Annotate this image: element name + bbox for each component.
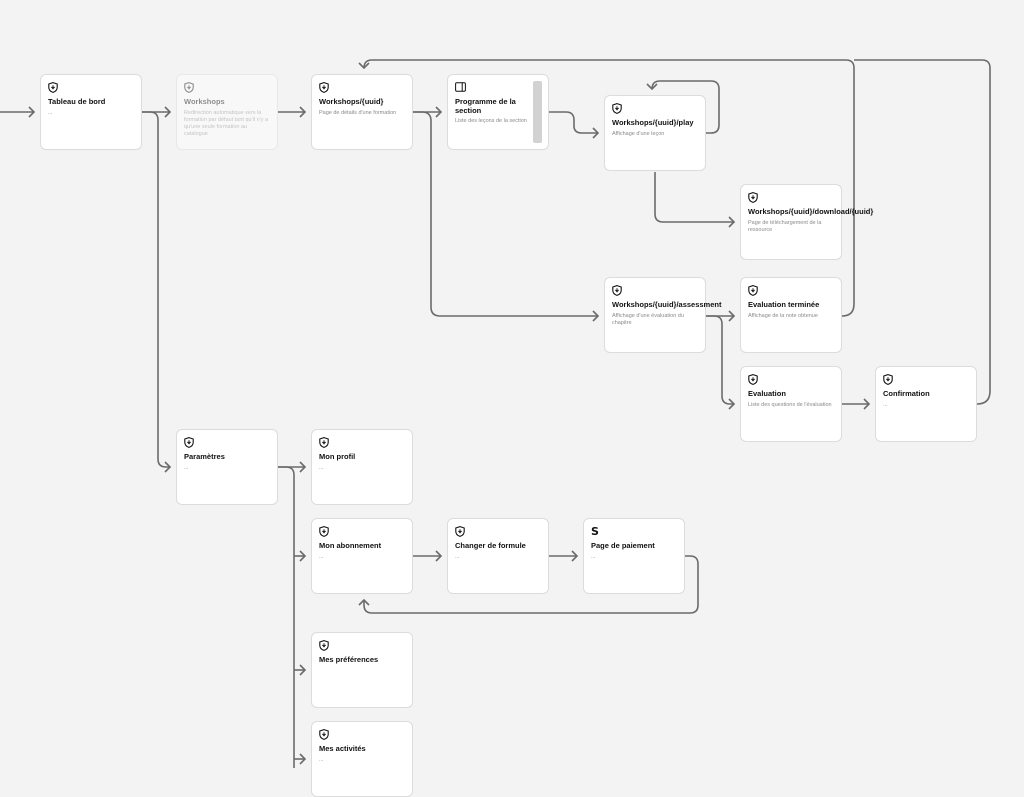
node-description: Affichage de la note obtenue xyxy=(748,312,818,319)
node-changer-formule[interactable]: Changer de formule... xyxy=(447,518,549,594)
shield-icon xyxy=(883,374,893,385)
node-title: Mes préférences xyxy=(319,655,379,664)
node-description: Liste des leçons de la section xyxy=(455,118,527,124)
node-description: ... xyxy=(319,464,324,471)
shield-icon xyxy=(319,729,329,740)
edge-confirmation-back xyxy=(854,59,991,405)
node-description: ... xyxy=(319,756,324,763)
arrowhead xyxy=(299,753,307,765)
node-page-paiement[interactable]: S Page de paiement... xyxy=(583,518,685,594)
node-title: Workshops/{uuid} xyxy=(319,97,384,106)
shield-icon xyxy=(612,285,622,296)
node-title: Mes activités xyxy=(319,744,366,753)
arrowhead xyxy=(164,106,172,118)
node-title: Programme de la section xyxy=(455,97,516,115)
shield-icon xyxy=(184,82,194,93)
node-mon-profil[interactable]: Mon profil... xyxy=(311,429,413,505)
panel-icon xyxy=(455,82,466,93)
node-description: Page de détails d'une formation xyxy=(319,109,397,116)
arrowhead xyxy=(863,398,871,410)
arrowhead xyxy=(299,664,307,676)
shield-icon xyxy=(319,82,329,93)
node-workshops-uuid[interactable]: Workshops/{uuid} Page de détails d'une fo… xyxy=(311,74,413,150)
node-description: Affichage d'une leçon xyxy=(612,130,665,137)
scrollbar[interactable] xyxy=(533,81,542,143)
node-title: Workshops/{uuid}/assessment xyxy=(612,300,722,309)
edge-assessment-evaluation xyxy=(706,315,734,405)
node-title: Workshops xyxy=(184,97,225,106)
node-confirmation[interactable]: Confirmation... xyxy=(875,366,977,442)
node-title: Paramètres xyxy=(184,452,225,461)
node-title: Mon profil xyxy=(319,452,356,461)
arrowhead xyxy=(299,461,307,473)
node-description: ... xyxy=(883,401,888,408)
arrowhead xyxy=(28,106,36,118)
shield-icon xyxy=(319,526,329,537)
node-description: ... xyxy=(591,553,596,560)
arrowhead xyxy=(728,398,736,410)
node-description: ... xyxy=(319,553,324,560)
node-mes-preferences[interactable]: Mes préférences xyxy=(311,632,413,708)
arrowhead xyxy=(299,550,307,562)
node-mes-activites[interactable]: Mes activités... xyxy=(311,721,413,797)
node-tableau-de-bord[interactable]: Tableau de bord... xyxy=(40,74,142,150)
shield-icon xyxy=(48,82,58,93)
node-title: Confirmation xyxy=(883,389,930,398)
arrowhead xyxy=(358,598,370,606)
arrowhead xyxy=(358,62,370,70)
shield-icon xyxy=(748,374,758,385)
node-parametres[interactable]: Paramètres... xyxy=(176,429,278,505)
node-title: Evaluation terminée xyxy=(748,300,820,309)
arrowhead xyxy=(646,83,658,91)
shield-icon xyxy=(748,285,758,296)
node-description: Liste des questions de l'évaluation xyxy=(748,401,832,408)
edge-parametres-children xyxy=(278,466,295,768)
edge-programme-play xyxy=(549,111,598,134)
arrowhead xyxy=(571,550,579,562)
arrowhead xyxy=(435,106,443,118)
shield-icon xyxy=(319,437,329,448)
node-description: Affichage d'une évaluation du chapitre xyxy=(612,312,684,326)
edge-tableau-parametres xyxy=(142,111,170,468)
node-description: ... xyxy=(455,553,460,560)
edge-play-download xyxy=(654,172,734,223)
arrowhead xyxy=(435,550,443,562)
node-description: Redirection automatique vers la formatio… xyxy=(184,109,269,137)
stripe-icon: S xyxy=(591,525,599,538)
arrowhead xyxy=(164,461,172,473)
shield-icon xyxy=(319,640,329,651)
node-workshops-download[interactable]: Workshops/{uuid}/download/{uuid} Page de … xyxy=(740,184,874,260)
node-title: Changer de formule xyxy=(455,541,526,550)
shield-icon xyxy=(455,526,465,537)
node-title: Workshops/{uuid}/download/{uuid} xyxy=(748,207,874,216)
node-mon-abonnement[interactable]: Mon abonnement... xyxy=(311,518,413,594)
arrowhead xyxy=(592,127,600,139)
arrowhead xyxy=(728,216,736,228)
node-description: Page de téléchargement de la ressource xyxy=(748,219,822,233)
arrowhead xyxy=(592,310,600,322)
shield-icon xyxy=(748,192,758,203)
arrowhead xyxy=(728,310,736,322)
node-description: ... xyxy=(184,464,189,471)
node-description: ... xyxy=(48,109,53,116)
shield-icon xyxy=(612,103,622,114)
node-title: Page de paiement xyxy=(591,541,655,550)
node-title: Tableau de bord xyxy=(48,97,106,106)
node-title: Mon abonnement xyxy=(319,541,382,550)
node-title: Evaluation xyxy=(748,389,786,398)
arrowhead xyxy=(299,106,307,118)
shield-icon xyxy=(184,437,194,448)
node-title: Workshops/{uuid}/play xyxy=(612,118,694,127)
